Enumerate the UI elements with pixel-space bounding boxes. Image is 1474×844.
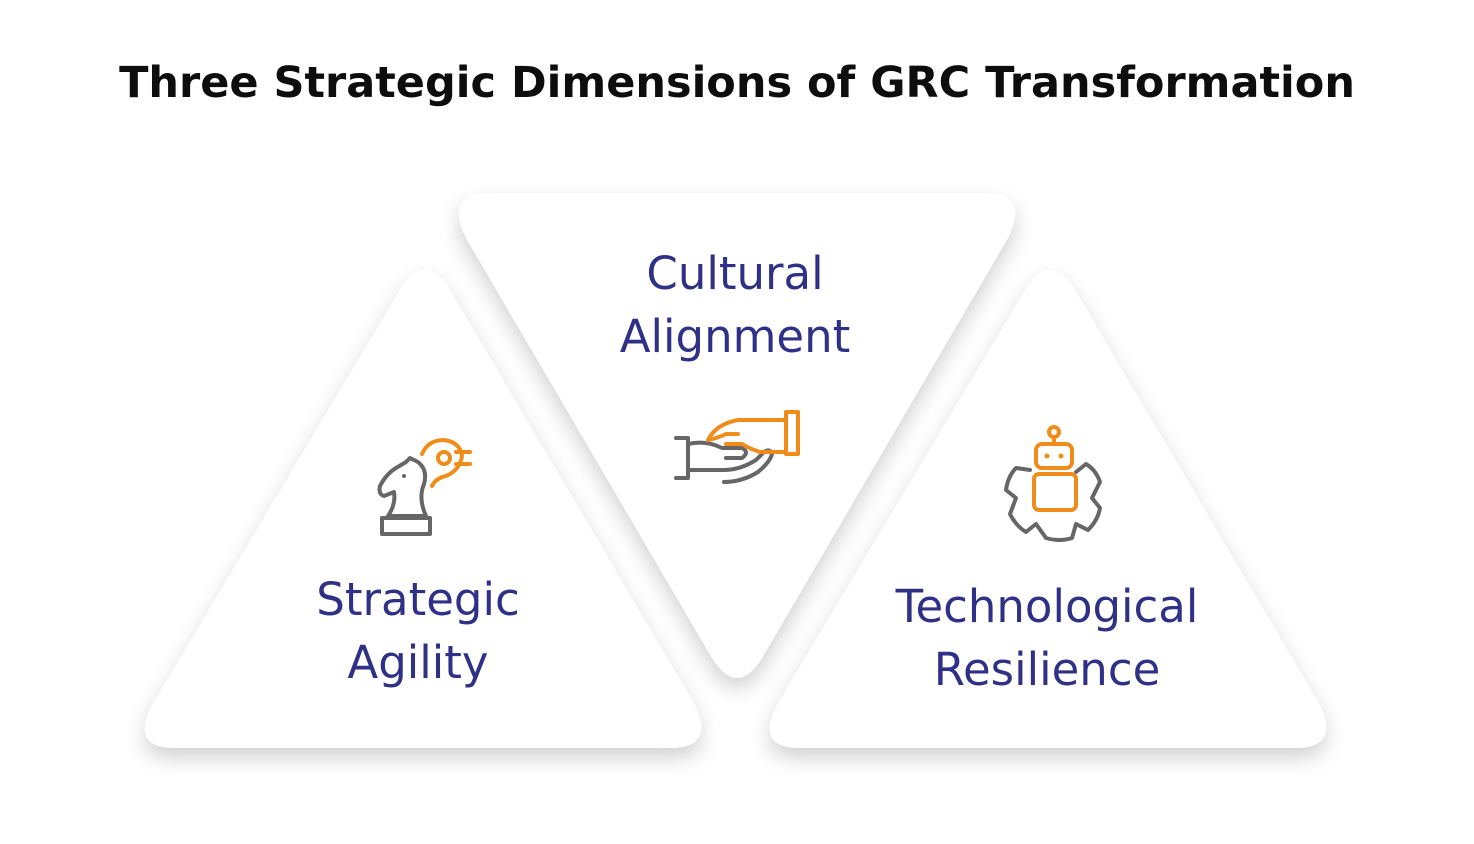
hand-offering-icon: [674, 410, 800, 484]
label-line-2: Alignment: [619, 310, 851, 363]
label-line-1: Technological: [895, 580, 1199, 633]
label-line-1: Strategic: [316, 573, 520, 626]
label-line-2: Resilience: [933, 643, 1161, 696]
chess-knight-icon: [377, 438, 472, 536]
label-strategic-agility: Strategic Agility: [218, 568, 618, 694]
robot-gear-icon: [1004, 425, 1102, 542]
label-technological-resilience: Technological Resilience: [847, 575, 1247, 701]
diagram-title: Three Strategic Dimensions of GRC Transf…: [119, 58, 1355, 108]
label-cultural-alignment: Cultural Alignment: [535, 242, 935, 368]
label-line-2: Agility: [347, 636, 489, 689]
label-line-1: Cultural: [646, 247, 824, 300]
